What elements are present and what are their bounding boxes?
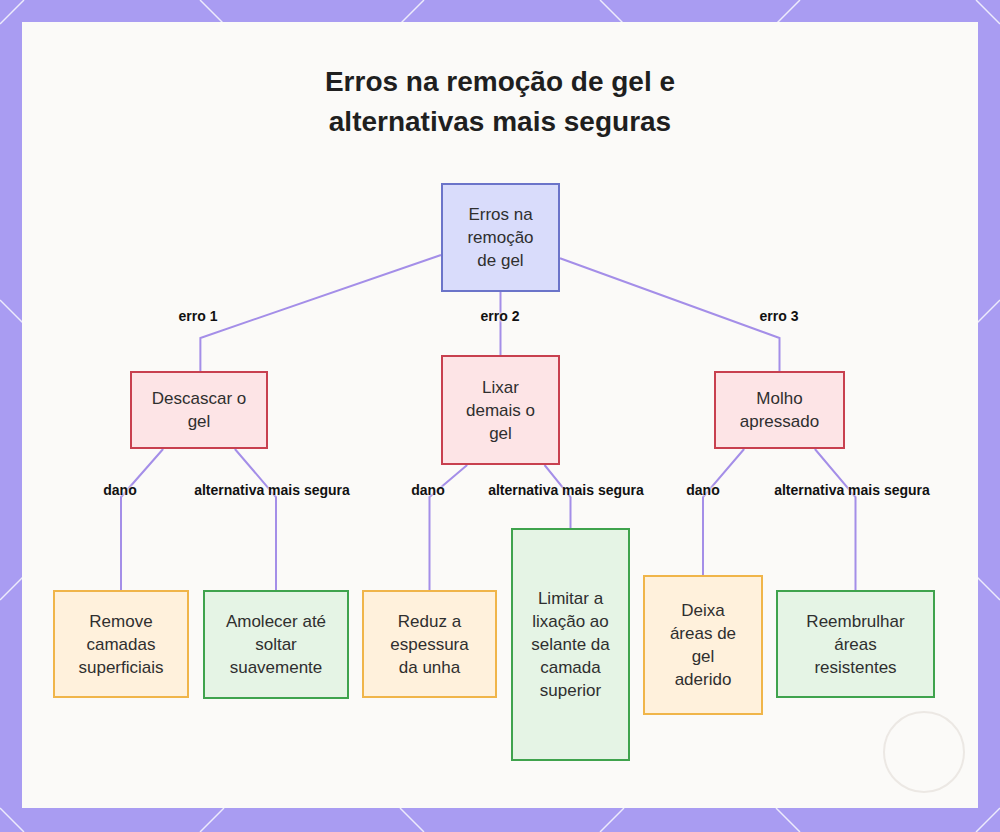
node-text: Descascar o gel xyxy=(148,387,250,433)
connector-line xyxy=(703,449,744,575)
edge-label: dano xyxy=(411,482,444,498)
damage-box: Remove camadas superficiais xyxy=(53,590,189,698)
edge-label: alternativa mais segura xyxy=(774,482,930,498)
edge-label: dano xyxy=(686,482,719,498)
edge-label: alternativa mais segura xyxy=(488,482,644,498)
faint-logo xyxy=(884,712,964,792)
connector-line xyxy=(815,449,856,590)
node-text: Deixa áreas de gel aderido xyxy=(661,599,745,691)
edge-label: erro 1 xyxy=(179,308,218,324)
diagram-title: Erros na remoção de gel e alternativas m… xyxy=(280,62,720,142)
damage-box: Reduz a espessura da unha xyxy=(362,590,497,698)
node-text: Lixar demais o gel xyxy=(459,376,542,445)
node-text: Erros na remoção de gel xyxy=(459,203,542,272)
root-box: Erros na remoção de gel xyxy=(441,183,560,292)
node-text: Remove camadas superficiais xyxy=(71,610,171,679)
content-panel xyxy=(22,22,978,808)
edge-label: dano xyxy=(103,482,136,498)
edge-label: erro 3 xyxy=(760,308,799,324)
error-box: Molho apressado xyxy=(714,371,845,449)
error-box: Descascar o gel xyxy=(130,371,268,449)
node-text: Limitar a lixação ao selante da camada s… xyxy=(529,587,612,702)
damage-box: Deixa áreas de gel aderido xyxy=(643,575,763,715)
error-box: Lixar demais o gel xyxy=(441,355,560,465)
alternative-box: Amolecer até soltar suavemente xyxy=(203,590,349,699)
connector-line xyxy=(560,258,780,371)
edge-label: erro 2 xyxy=(481,308,520,324)
connector-line xyxy=(121,449,163,590)
alternative-box: Reembrulhar áreas resistentes xyxy=(776,590,935,698)
node-text: Molho apressado xyxy=(732,387,827,433)
edge-label: alternativa mais segura xyxy=(194,482,350,498)
alternative-box: Limitar a lixação ao selante da camada s… xyxy=(511,528,630,761)
node-text: Reembrulhar áreas resistentes xyxy=(794,610,917,679)
connector-line xyxy=(200,255,441,371)
node-text: Amolecer até soltar suavemente xyxy=(221,610,331,679)
connector-line xyxy=(235,449,276,590)
node-text: Reduz a espessura da unha xyxy=(380,610,479,679)
